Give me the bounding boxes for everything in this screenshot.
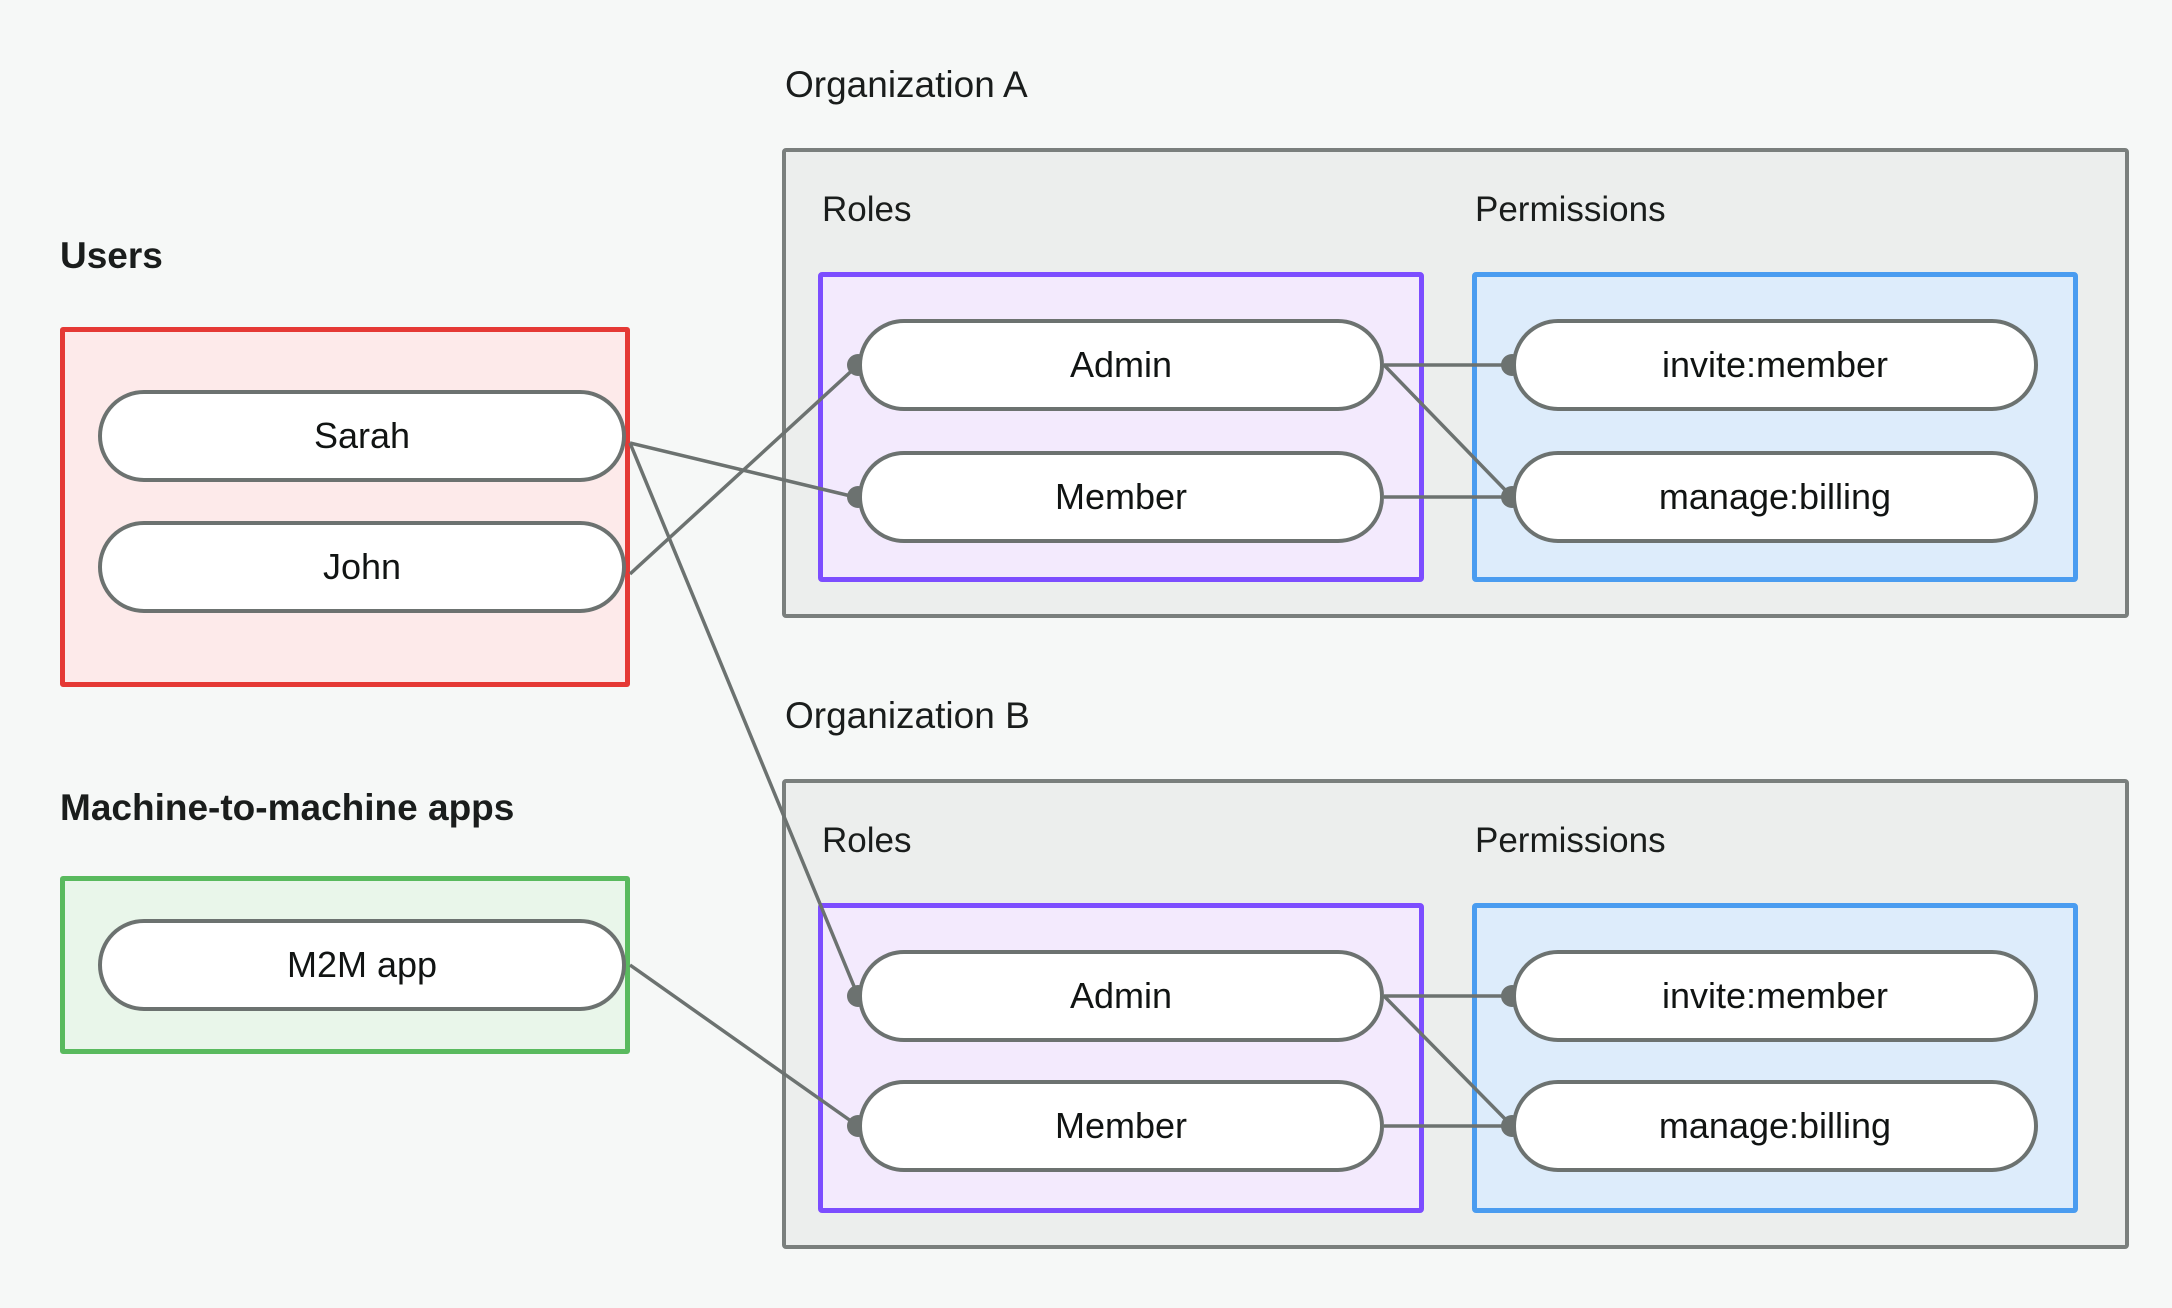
org-a-roles-label: Roles (822, 190, 912, 229)
m2m-node-app[interactable]: M2M app (98, 919, 626, 1011)
org-a-role-member[interactable]: Member (858, 451, 1384, 543)
org-b-permission-manage-billing[interactable]: manage:billing (1512, 1080, 2038, 1172)
users-group-box (60, 327, 630, 687)
org-a-role-admin[interactable]: Admin (858, 319, 1384, 411)
user-node-sarah[interactable]: Sarah (98, 390, 626, 482)
organization-b-title: Organization B (785, 695, 1030, 736)
m2m-group-label: Machine-to-machine apps (60, 787, 515, 828)
user-node-john[interactable]: John (98, 521, 626, 613)
org-a-permission-manage-billing[interactable]: manage:billing (1512, 451, 2038, 543)
org-b-role-admin[interactable]: Admin (858, 950, 1384, 1042)
org-b-permission-invite-member[interactable]: invite:member (1512, 950, 2038, 1042)
org-b-role-member[interactable]: Member (858, 1080, 1384, 1172)
org-b-roles-label: Roles (822, 821, 912, 860)
org-a-permissions-label: Permissions (1475, 190, 1666, 229)
users-group-label: Users (60, 235, 163, 276)
org-a-permission-invite-member[interactable]: invite:member (1512, 319, 2038, 411)
org-b-permissions-label: Permissions (1475, 821, 1666, 860)
organization-a-title: Organization A (785, 64, 1028, 105)
